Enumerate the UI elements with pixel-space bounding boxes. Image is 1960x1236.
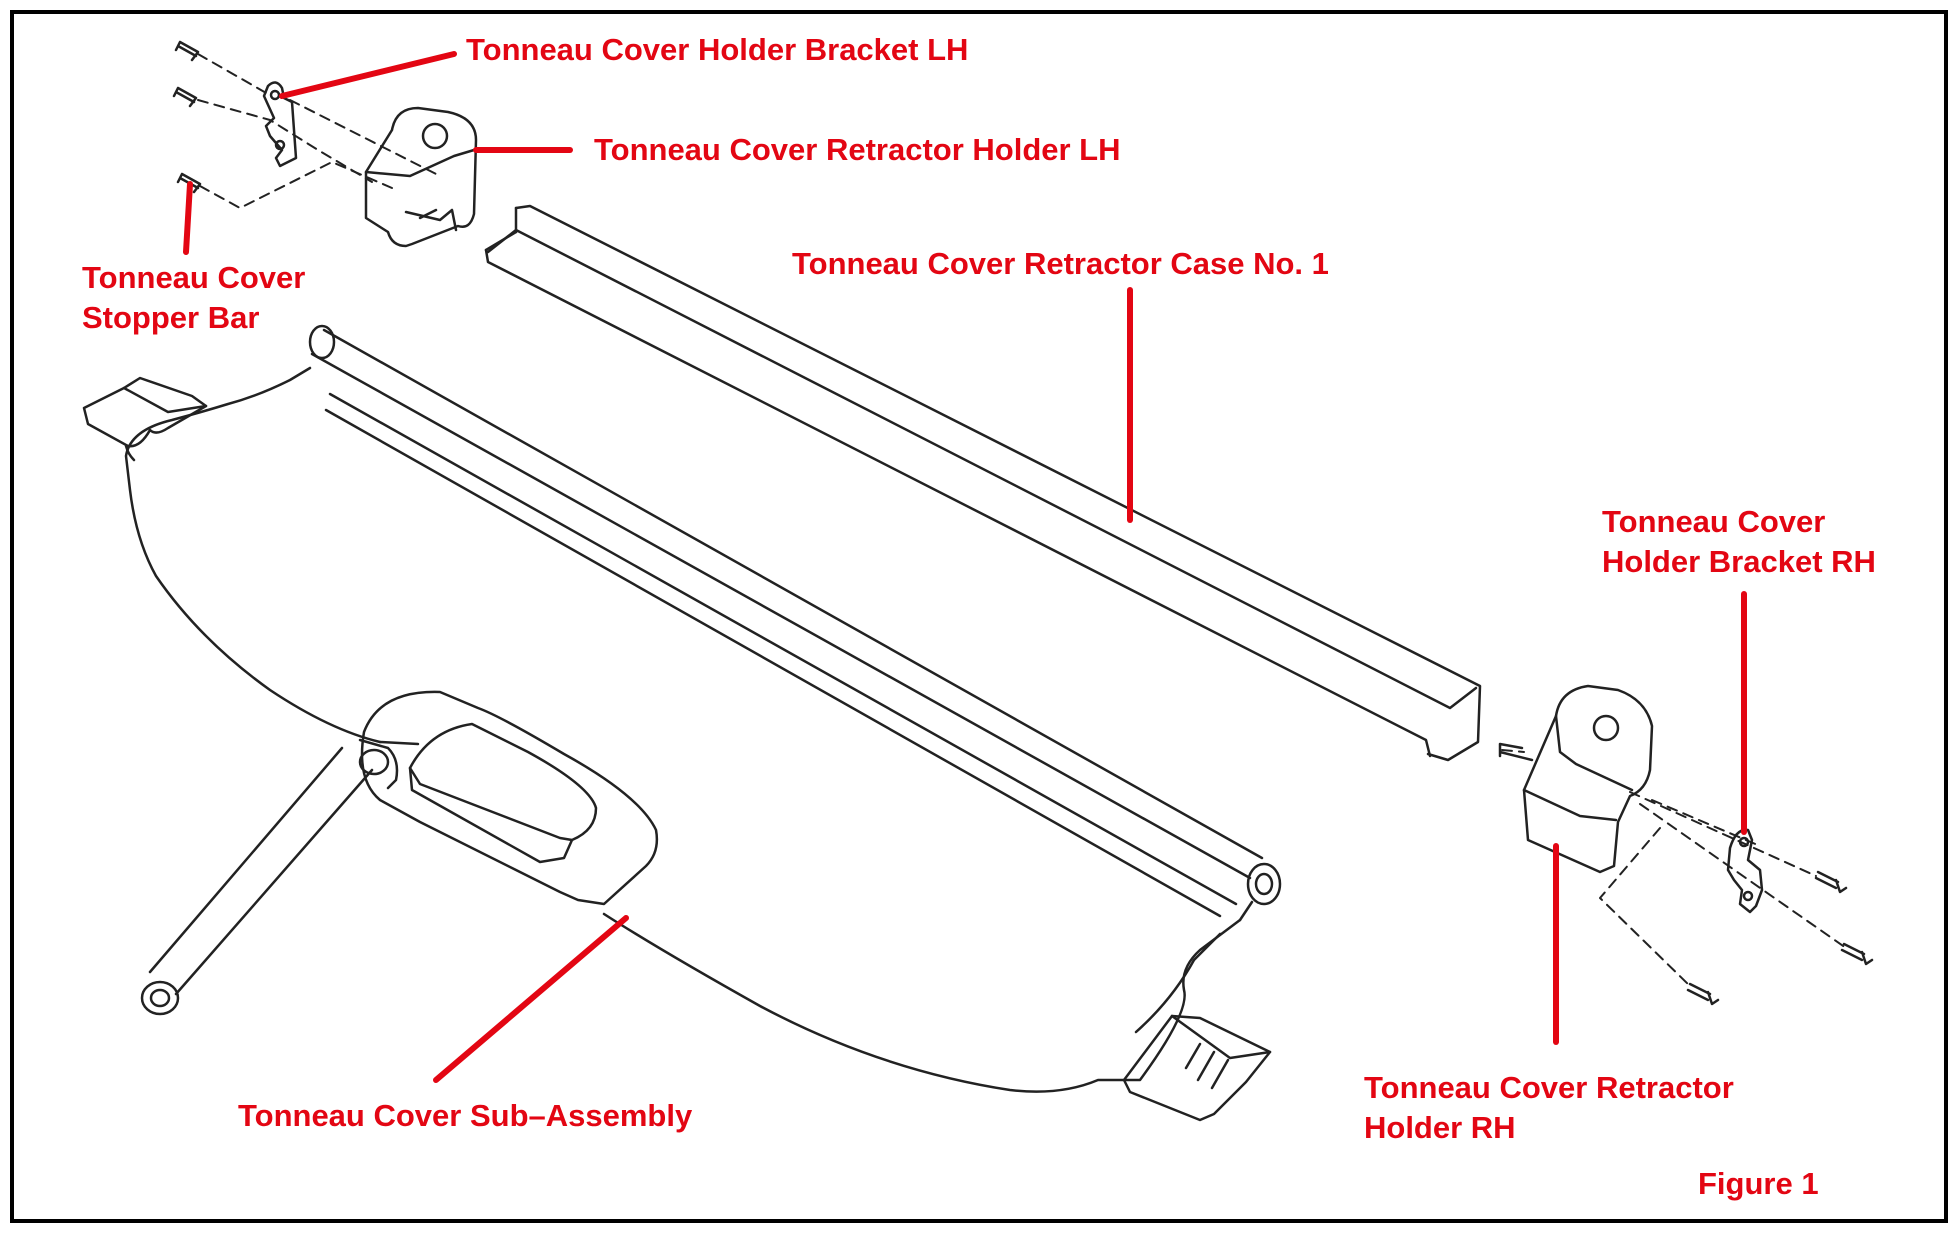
retractor-holder-lh xyxy=(364,106,478,248)
label-retractor-holder-rh: Tonneau Cover Retractor Holder RH xyxy=(1364,1068,1734,1148)
label-holder-bracket-lh: Tonneau Cover Holder Bracket LH xyxy=(466,32,969,67)
callout-leaders xyxy=(183,51,1747,1083)
screw-right-1 xyxy=(1814,870,1848,894)
stopper-bar xyxy=(140,738,399,1016)
holder-bracket-lh xyxy=(262,81,298,168)
screw-left-2 xyxy=(172,86,198,108)
holder-bracket-rh xyxy=(1726,828,1764,914)
label-holder-bracket-rh-line1: Tonneau Cover xyxy=(1602,504,1826,539)
label-stopper-bar-line2: Stopper Bar xyxy=(82,300,260,335)
label-retractor-holder-rh-line1: Tonneau Cover Retractor xyxy=(1364,1070,1734,1105)
figure-frame xyxy=(10,10,1948,1223)
leader-sub-assembly xyxy=(433,915,629,1083)
label-sub-assembly: Tonneau Cover Sub–Assembly xyxy=(238,1098,693,1133)
label-stopper-bar-line1: Tonneau Cover xyxy=(82,260,306,295)
label-retractor-holder-lh: Tonneau Cover Retractor Holder LH xyxy=(594,132,1121,167)
label-stopper-bar: Tonneau Cover Stopper Bar xyxy=(82,258,305,338)
tonneau-cover-body xyxy=(82,324,1282,1122)
label-retractor-holder-rh-line2: Holder RH xyxy=(1364,1110,1516,1145)
retractor-case xyxy=(484,204,1482,762)
cover-handle xyxy=(360,690,659,906)
retractor-holder-rh xyxy=(1498,684,1654,874)
screw-right-3 xyxy=(1686,982,1720,1006)
figure-caption: Figure 1 xyxy=(1698,1166,1819,1201)
leader-stopper-bar xyxy=(183,181,193,255)
label-holder-bracket-rh: Tonneau Cover Holder Bracket RH xyxy=(1602,502,1876,582)
guide-lines-left xyxy=(197,53,441,209)
leader-holder-bracket-lh xyxy=(279,51,457,99)
guide-lines-right xyxy=(1501,749,1847,987)
label-holder-bracket-rh-line2: Holder Bracket RH xyxy=(1602,544,1876,579)
screw-right-2 xyxy=(1840,942,1874,966)
screw-left-1 xyxy=(174,40,200,62)
label-retractor-case: Tonneau Cover Retractor Case No. 1 xyxy=(792,246,1329,281)
